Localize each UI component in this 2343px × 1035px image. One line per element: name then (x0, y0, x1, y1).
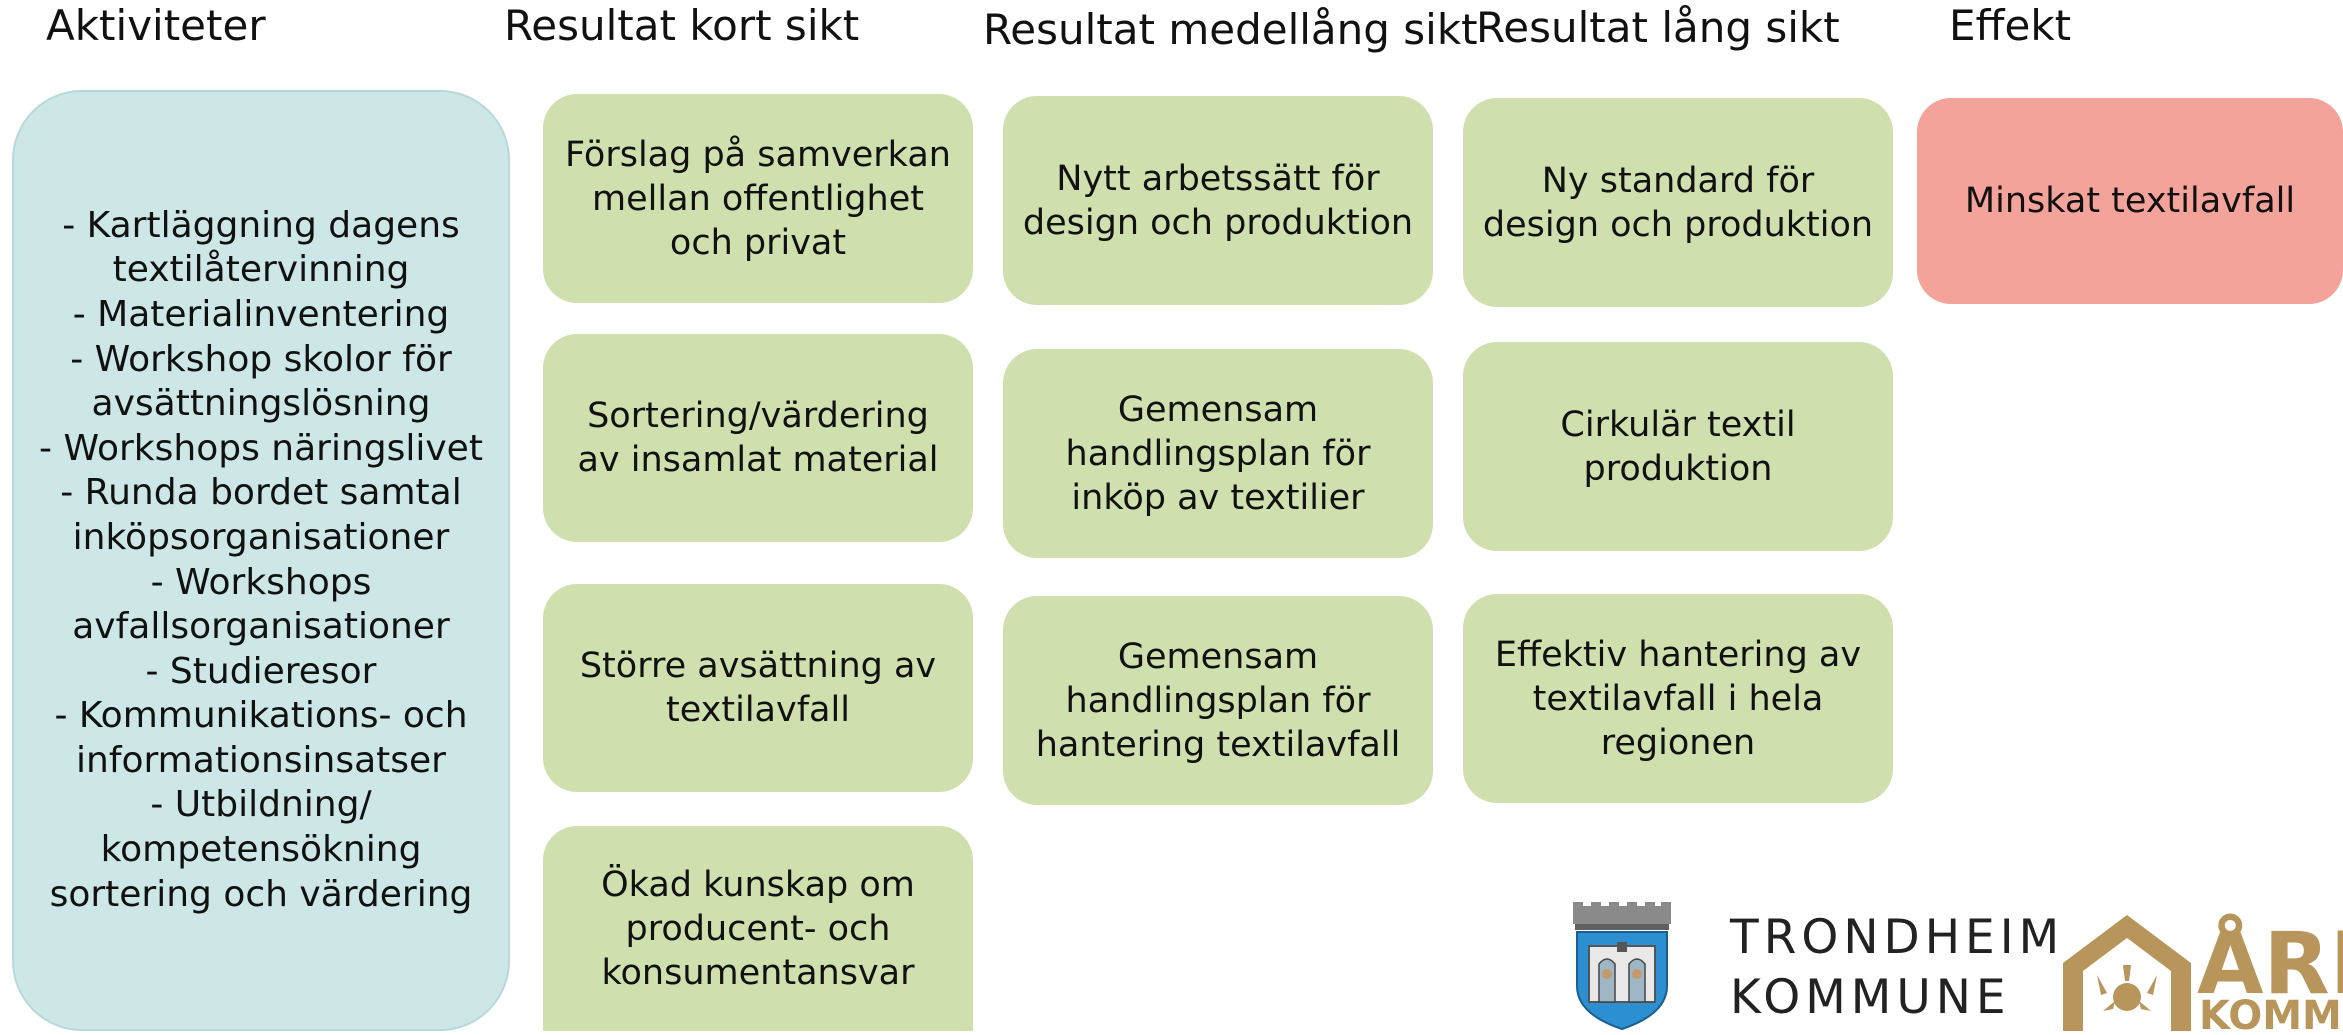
box-line: Cirkulär textil (1560, 404, 1796, 445)
effect-box: Minskat textilavfall (1917, 98, 2343, 304)
box-line: produktion (1583, 448, 1773, 489)
header-short-term: Resultat kort sikt (504, 1, 860, 50)
box-line: Minskat textilavfall (1964, 181, 2296, 221)
activity-line: - Utbildning/ (150, 784, 372, 826)
box-line: Ökad kunskap om (601, 864, 915, 905)
trondheim-coat-of-arms-icon (1567, 902, 1677, 1031)
box-line: av insamlat material (577, 440, 939, 480)
activity-line: - Runda bordet samtal (60, 472, 462, 514)
are-logo-text-kommun: KOMMUN (2199, 993, 2343, 1031)
box-line: design och produktion (1482, 204, 1874, 245)
box-line: inköp av textilier (1071, 477, 1365, 518)
activity-line: - Kommunikations- och (54, 695, 468, 737)
trondheim-logo-line1: TRONDHEIM (1730, 910, 2065, 965)
box-line: Sortering/värdering (587, 396, 929, 436)
box-line: textilavfall (666, 690, 850, 730)
activity-line: - Workshops näringslivet (39, 427, 483, 469)
activity-line: sortering och värdering (49, 873, 473, 915)
are-logo-text-are: ÅRE (2197, 914, 2343, 1014)
activity-line: avfallsorganisationer (72, 606, 450, 648)
activity-line: inköpsorganisationer (72, 516, 450, 558)
box-line: handlingsplan för (1065, 680, 1371, 721)
box-line: hantering textilavfall (1035, 724, 1401, 765)
box-line: regionen (1600, 722, 1756, 763)
box-line: Gemensam (1117, 636, 1319, 677)
box-line: konsumentansvar (601, 952, 915, 993)
box-line: och privat (669, 222, 847, 263)
box-line: mellan offentlighet (592, 178, 924, 219)
box-line: design och produktion (1022, 202, 1414, 243)
are-kommun-logo: ÅRE KOMMUN (2063, 893, 2343, 1031)
box-line: handlingsplan för (1065, 433, 1371, 474)
trondheim-logo-line2: KOMMUNE (1730, 970, 2011, 1025)
box-line: Nytt arbetssätt för (1056, 158, 1380, 199)
activity-line: avsättningslösning (91, 383, 431, 425)
activities-text: - Kartläggning dagens textilåtervinning … (39, 204, 483, 918)
box-line: Större avsättning av (579, 646, 937, 686)
activity-line: - Workshop skolor för (70, 338, 452, 380)
activity-line: textilåtervinning (112, 249, 410, 291)
activity-line: - Kartläggning dagens (62, 204, 460, 246)
activity-line: informationsinsatser (76, 739, 446, 781)
are-logo-house-icon: ÅRE KOMMUN (2063, 914, 2343, 1031)
box-line: textilavfall i hela (1532, 678, 1824, 719)
activity-line: - Workshops (150, 561, 372, 603)
header-long-term: Resultat lång sikt (1476, 3, 1840, 52)
activity-line: - Materialinventering (72, 293, 450, 335)
box-line: Ny standard för (1541, 160, 1815, 201)
activities-box: - Kartläggning dagens textilåtervinning … (12, 90, 510, 1031)
header-medium-term: Resultat medellång sikt (983, 5, 1478, 54)
header-effect: Effekt (1949, 1, 2072, 50)
activity-line: kompetensökning (100, 829, 422, 871)
box-line: Gemensam (1117, 389, 1319, 430)
box-line: Förslag på samverkan (565, 134, 951, 175)
box-line: producent- och (625, 908, 891, 949)
header-activities: Aktiviteter (46, 1, 266, 50)
activity-line: - Studieresor (145, 650, 377, 692)
box-line: Effektiv hantering av (1494, 634, 1862, 675)
